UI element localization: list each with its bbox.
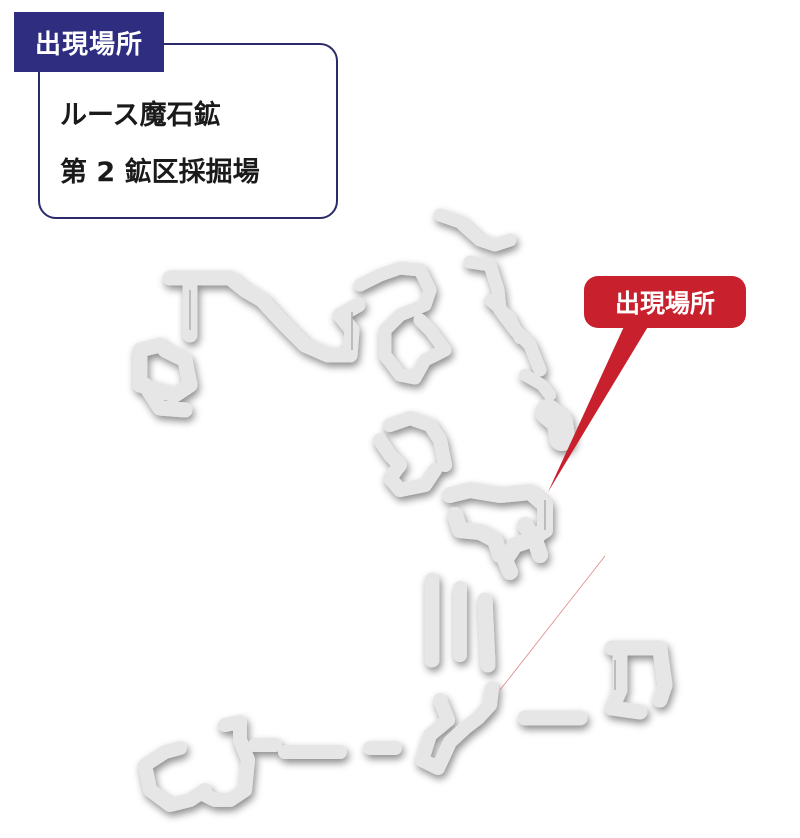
location-area: 第 2 鉱区採掘場 — [60, 157, 260, 188]
info-tag: 出現場所 — [14, 12, 164, 72]
spawn-callout-label: 出現場所 — [584, 276, 746, 328]
cave-wall-detail — [189, 290, 616, 690]
cave-tunnel-right — [477, 592, 496, 673]
location-info-box — [38, 43, 338, 219]
callout-pointer — [548, 320, 652, 492]
cave-chamber-east — [535, 399, 575, 451]
cave-passage-west — [132, 270, 366, 418]
location-name: ルース魔石鉱 — [60, 100, 221, 131]
cave-passage-northeast — [484, 294, 556, 401]
cave-passage-mid — [373, 411, 452, 497]
cave-chamber-southeast — [517, 640, 673, 726]
guide-line — [499, 555, 606, 691]
cave-passage-north — [353, 208, 547, 385]
cave-chamber-spawn — [442, 482, 553, 580]
cave-passage-south — [138, 681, 499, 812]
